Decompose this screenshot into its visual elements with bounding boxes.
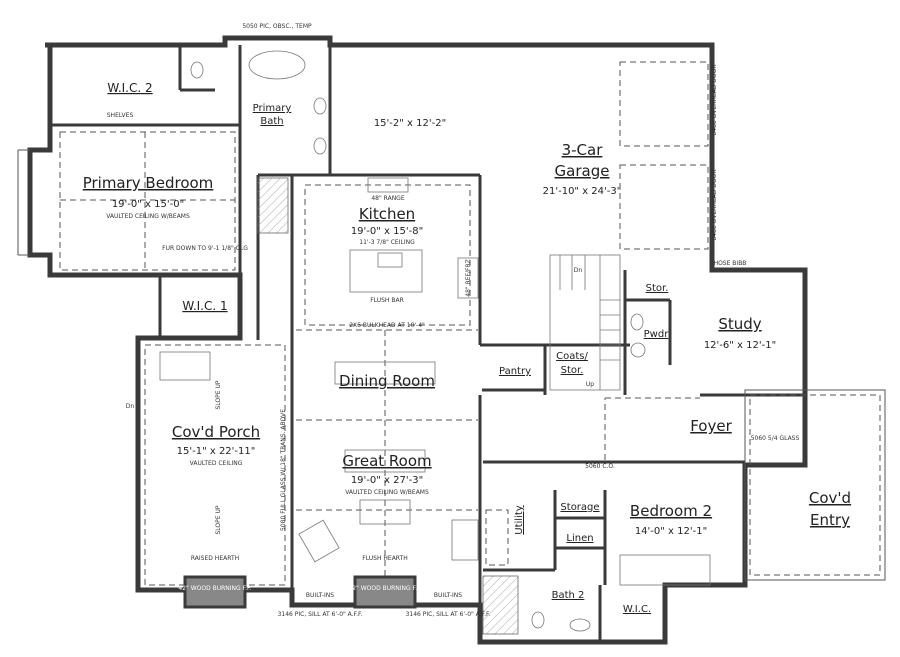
- sink: [313, 137, 327, 155]
- note-closet-door: 5060 C.O.: [585, 463, 615, 470]
- primary-bedroom-ceiling: VAULTED CEILING W/BEAMS: [106, 213, 190, 220]
- great-room-dims: 19'-0" x 27'-3": [351, 475, 423, 486]
- room-label-covd-porch: Cov'd Porch: [172, 423, 260, 441]
- room-label-covd-entry-2: Entry: [810, 511, 850, 529]
- great-room-fireplace: [353, 575, 417, 609]
- room-label-great-room: Great Room: [342, 452, 431, 470]
- note-overhead-door-1: 8480 OVERHEAD DOOR: [711, 64, 718, 135]
- exterior-walls: [17, 35, 808, 645]
- room-label-foyer: Foyer: [690, 417, 732, 435]
- kitchen-dims: 19'-0" x 15'-8": [351, 226, 423, 237]
- room-label-pantry: Pantry: [499, 366, 531, 377]
- outdoor-fireplace-hearth: [159, 351, 211, 381]
- bedroom2-dims: 14'-0" x 12'-1": [635, 526, 707, 537]
- washer-dryer: [485, 509, 509, 566]
- bed: [619, 554, 711, 586]
- armchair: [298, 519, 340, 563]
- note-flush-hearth: FLUSH HEARTH: [362, 555, 407, 562]
- note-fireplace-great-room: 42" WOOD BURNING F.P.: [348, 585, 421, 592]
- fixtures: [159, 50, 711, 635]
- sink: [313, 97, 327, 115]
- note-stair-down: Dn: [574, 267, 583, 274]
- room-label-wic: W.I.C.: [623, 604, 651, 615]
- toilet: [531, 611, 545, 629]
- ceiling-lines: [59, 61, 709, 600]
- note-stair-up: Up: [586, 381, 594, 388]
- shower: [482, 575, 519, 635]
- room-label-covd-entry: Cov'd: [809, 489, 851, 507]
- room-label-coats: Coats/: [556, 351, 588, 362]
- room-label-primary-bath-2: Bath: [260, 116, 283, 127]
- room-label-study: Study: [718, 315, 761, 333]
- note-full-glass: 5080 FULL GLASS W/ 18" TRANS. ABOVE: [280, 409, 287, 531]
- note-window-top: 5050 PIC, OBSC., TEMP: [242, 23, 312, 30]
- room-label-utility: Utility: [514, 505, 525, 534]
- room-label-storage: Storage: [560, 502, 599, 513]
- coffee-table: [359, 499, 411, 525]
- room-label-primary-bedroom: Primary Bedroom: [83, 174, 214, 192]
- room-label-kitchen: Kitchen: [359, 205, 415, 223]
- room-labels: W.I.C. 2 Primary Bath 15'-2" x 12'-2" 3-…: [83, 81, 851, 615]
- shower: [257, 177, 289, 234]
- note-entry-door: 5060 5/4 GLASS: [751, 435, 800, 442]
- room-label-pwdr: Pwdr: [644, 329, 670, 340]
- garage-dims: 21'-10" x 24'-3": [543, 186, 622, 197]
- study-dims: 12'-6" x 12'-1": [704, 340, 776, 351]
- room-label-bath2: Bath 2: [552, 590, 585, 601]
- room-label-dining: Dining Room: [339, 372, 435, 390]
- refrigerator: [457, 257, 479, 299]
- note-raised-hearth: RAISED HEARTH: [191, 555, 239, 562]
- sofa: [344, 449, 426, 473]
- room-label-primary-bath: Primary: [253, 103, 292, 114]
- sink: [569, 618, 591, 632]
- note-hose-bibb: HOSE BIBB: [714, 260, 747, 267]
- room-label-linen: Linen: [566, 533, 593, 544]
- note-porch-down: Dn: [126, 403, 135, 410]
- room-label-coats-2: Stor.: [561, 365, 584, 376]
- note-bulkhead: 2X6 BULKHEAD AT 10'-4": [349, 322, 425, 329]
- note-range: 48" RANGE: [371, 195, 404, 202]
- toilet: [630, 313, 644, 331]
- room-label-garage-2: Garage: [555, 162, 610, 180]
- primary-bedroom-dims: 19'-0" x 15'-0": [112, 199, 184, 210]
- note-slope-up: SLOPE UP: [215, 380, 222, 409]
- note-shelves: SHELVES: [107, 112, 134, 119]
- note-fur-down: FUR DOWN TO 9'-1 1/8" CLG: [162, 245, 248, 252]
- sink: [630, 342, 646, 358]
- kitchen-ceiling: 11'-3 7/8" CEILING: [359, 239, 415, 246]
- toilet: [190, 61, 204, 79]
- dining-table: [334, 361, 436, 385]
- covd-porch-ceiling: VAULTED CEILING: [190, 460, 243, 467]
- room-label-stor: Stor.: [646, 283, 669, 294]
- garage-side-dims: 15'-2" x 12'-2": [374, 118, 446, 129]
- covd-porch-dims: 15'-1" x 22'-11": [177, 446, 256, 457]
- note-built-ins-left: BUILT-INS: [306, 592, 334, 599]
- kitchen-island: [349, 249, 423, 293]
- note-sill-right: 3146 PIC, SILL AT 6'-0" A.F.F.: [406, 611, 491, 618]
- note-sill-left: 3146 PIC, SILL AT 6'-0" A.F.F.: [278, 611, 363, 618]
- interior-walls: [50, 45, 805, 642]
- great-room-ceiling: VAULTED CEILING W/BEAMS: [345, 489, 429, 496]
- room-label-wic1: W.I.C. 1: [182, 299, 227, 313]
- room-label-wic2: W.I.C. 2: [107, 81, 152, 95]
- note-overhead-door-2: 8480 OVERHEAD DOOR: [711, 169, 718, 240]
- bathtub: [248, 50, 306, 80]
- note-slope-up-2: SLOPE UP: [215, 505, 222, 534]
- room-label-bedroom2: Bedroom 2: [630, 502, 712, 520]
- range: [367, 177, 409, 193]
- porch-fireplace: [183, 575, 247, 609]
- note-refrigerator: 48" REF/FRZ: [465, 259, 472, 296]
- room-label-garage: 3-Car: [562, 141, 604, 159]
- armchair: [451, 519, 479, 561]
- note-fireplace-porch: 42" WOOD BURNING F.P.: [178, 585, 251, 592]
- note-built-ins-right: BUILT-INS: [434, 592, 462, 599]
- kitchen-sink: [377, 252, 403, 268]
- annotations: 5050 PIC, OBSC., TEMP FLUSH BAR 2X6 BULK…: [107, 23, 800, 618]
- note-flush-bar: FLUSH BAR: [370, 297, 404, 304]
- staircase: [549, 254, 621, 391]
